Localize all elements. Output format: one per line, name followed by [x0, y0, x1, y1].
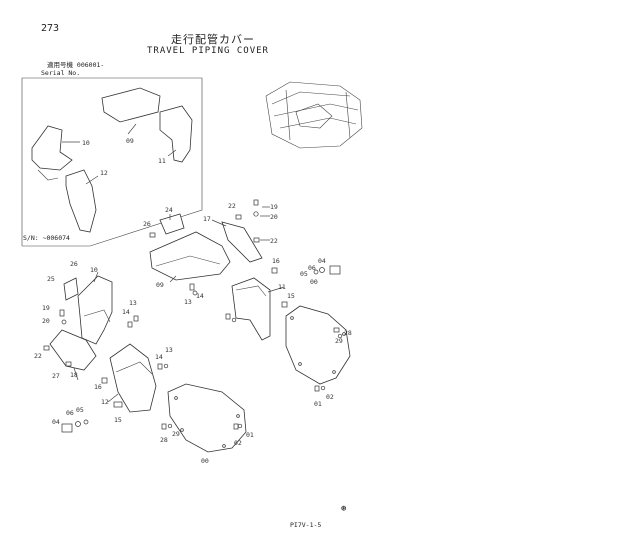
callout-09: 09 [156, 281, 164, 289]
callout-17: 17 [203, 215, 211, 223]
inset-serial-note: S/N: ~006074 [23, 234, 70, 242]
callout-12: 12 [101, 398, 109, 406]
bolt-26 [149, 232, 156, 238]
callout-14c: 14 [155, 353, 163, 361]
right-parts [225, 265, 351, 392]
part-17 [221, 221, 263, 263]
part-00a [285, 305, 351, 385]
callout-20b: 20 [42, 317, 50, 325]
callout-28: 28 [344, 329, 352, 337]
serial-range-label: 適用号機 006001- [47, 61, 105, 69]
callout-01: 01 [314, 400, 322, 408]
callout-25: 25 [47, 275, 55, 283]
callout-26b: 26 [70, 260, 78, 268]
washer-20 [253, 211, 259, 217]
part-11 [231, 277, 271, 341]
callout-13b: 13 [129, 299, 137, 307]
callout-06: 06 [308, 264, 316, 272]
inset-box: 10 09 11 12 [21, 77, 203, 247]
inset-callout-10: 10 [82, 139, 90, 147]
callout-16b: 16 [94, 383, 102, 391]
callout-14: 14 [196, 292, 204, 300]
callout-10: 10 [90, 266, 98, 274]
fitting-04a [329, 265, 341, 275]
inset-part-09 [101, 87, 161, 123]
callout-labels: 24 26 17 22 19 20 22 09 13 14 16 04 06 0… [34, 202, 352, 465]
lower-left-parts [43, 275, 247, 453]
callout-26: 26 [143, 220, 151, 228]
callout-24: 24 [165, 206, 173, 214]
footer-mark: ⊛ [341, 504, 347, 514]
callout-27: 27 [52, 372, 60, 380]
bolt-13a [189, 283, 195, 291]
inset-callout-09: 09 [126, 137, 134, 145]
part-12 [109, 343, 157, 413]
callout-05b: 05 [76, 406, 84, 414]
callout-01b: 01 [246, 431, 254, 439]
footer-page-code: PI7V-1-5 [290, 521, 322, 529]
callout-13c: 13 [165, 346, 173, 354]
callout-14b: 14 [122, 308, 130, 316]
callout-05: 05 [300, 270, 308, 278]
inset-callout-12: 12 [100, 169, 108, 177]
fitting-04b [61, 423, 73, 433]
callout-00: 00 [310, 278, 318, 286]
callout-22: 22 [228, 202, 236, 210]
callout-02: 02 [326, 393, 334, 401]
callout-13: 13 [184, 298, 192, 306]
inset-part-12 [65, 169, 97, 233]
page-number: 273 [41, 23, 60, 34]
washer-05a [313, 269, 319, 275]
callout-02b: 02 [234, 439, 242, 447]
serial-no-label: Serial No. [41, 69, 81, 77]
inset-part-11 [159, 105, 193, 163]
inset-part-10 [31, 125, 73, 171]
bolt-19 [253, 199, 259, 206]
leader-lines [73, 206, 285, 403]
callout-22c: 22 [34, 352, 42, 360]
machine-location-sketch [265, 81, 363, 149]
callout-06b: 06 [66, 409, 74, 417]
callout-20: 20 [270, 213, 278, 221]
callout-28b: 28 [160, 436, 168, 444]
bolt-16a [271, 267, 278, 274]
callout-15: 15 [287, 292, 295, 300]
callout-04: 04 [318, 257, 326, 265]
callout-15b: 15 [114, 416, 122, 424]
callout-18: 18 [70, 371, 78, 379]
callout-16: 16 [272, 257, 280, 265]
callout-19b: 19 [42, 304, 50, 312]
callout-29: 29 [335, 337, 343, 345]
part-24 [159, 213, 185, 235]
upper-center-parts [149, 199, 278, 296]
part-25 [63, 277, 79, 301]
bolt-22a [235, 214, 242, 220]
page-title-english: TRAVEL PIPING COVER [147, 46, 269, 56]
bolt-15a [281, 301, 288, 308]
inset-callout-11: 11 [158, 157, 166, 165]
callout-04b: 04 [52, 418, 60, 426]
washer-06a [319, 267, 325, 273]
callout-11: 11 [278, 283, 286, 291]
part-10 [77, 275, 113, 345]
callout-29b: 29 [172, 430, 180, 438]
callout-19: 19 [270, 203, 278, 211]
page-title-japanese: 走行配管カバー [171, 33, 255, 46]
callout-22b: 22 [270, 237, 278, 245]
callout-00b: 00 [201, 457, 209, 465]
bolt-22b [253, 237, 260, 243]
part-00b [167, 383, 247, 453]
washer-14a [192, 290, 198, 296]
